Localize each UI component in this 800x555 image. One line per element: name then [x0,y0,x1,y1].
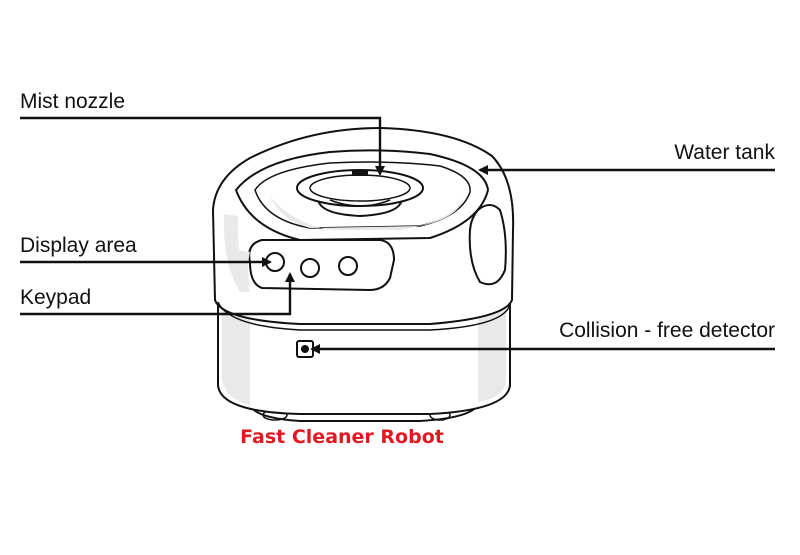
keypad-leader [20,272,295,316]
robot-lower-body [217,299,511,415]
caption-title: Fast Cleaner Robot [240,426,444,448]
label-water-tank: Water tank [674,141,775,164]
mist-nozzle-part [296,169,424,218]
keypad-button-icon[interactable] [300,258,320,278]
label-collision-detector: Collision - free detector [559,319,775,342]
callouts [20,116,775,354]
keypad-button-icon[interactable] [338,256,358,276]
mist-nozzle-leader [20,116,385,176]
collision-sensor-icon [296,340,314,358]
front-panel [234,239,396,292]
label-keypad: Keypad [20,286,91,309]
robot-illustration [211,126,515,422]
label-display-area: Display area [20,234,137,257]
label-mist-nozzle: Mist nozzle [20,90,125,113]
